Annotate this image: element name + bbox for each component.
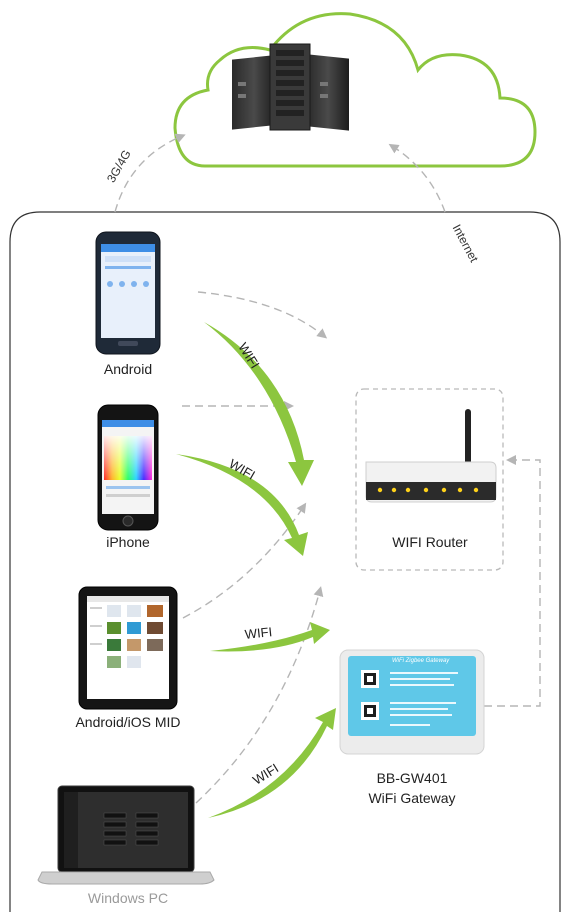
arrow-gateway-router [484, 455, 541, 707]
network-frame [9, 211, 561, 912]
gateway-model-label: BB-GW401 [376, 770, 448, 786]
arrow-internet [388, 143, 446, 213]
pc-label: Windows PC [87, 890, 169, 906]
tablet-label: Android/iOS MID [75, 714, 181, 730]
gateway-icon [339, 649, 485, 755]
arrow-cellular [114, 133, 186, 213]
smartphone-icon [95, 231, 161, 355]
arrow-pc-dashed [195, 586, 324, 804]
gateway-name-label: WiFi Gateway [368, 790, 456, 806]
tablet-icon [78, 586, 178, 710]
wifi-arrow-android [204, 322, 314, 486]
wifi-arrow-pc [208, 708, 336, 818]
gateway-device-title: WiFi Zigbee Gateway [392, 658, 450, 664]
wifi-arrow-iphone [176, 454, 308, 556]
wifi-arrow-tablet [210, 622, 330, 652]
android-label: Android [103, 361, 153, 377]
wifi-tablet-label: WIFI [244, 624, 273, 642]
iphone-label: iPhone [106, 534, 150, 550]
laptop-icon [37, 785, 215, 885]
arrow-android-dashed [197, 291, 328, 339]
router-label: WIFI Router [392, 534, 468, 550]
router-icon [365, 409, 497, 510]
server-icon [232, 43, 349, 131]
smartphone-icon [97, 404, 159, 531]
cloud-outline [173, 12, 537, 168]
